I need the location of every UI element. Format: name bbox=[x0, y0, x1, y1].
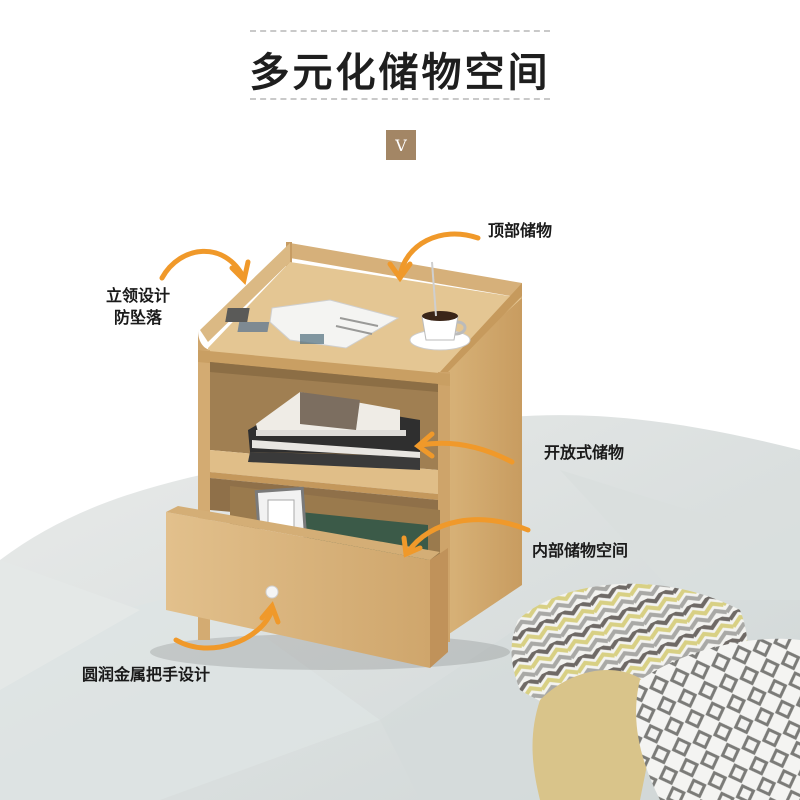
callout-open-storage: 开放式储物 bbox=[544, 443, 625, 462]
drawer-front bbox=[166, 512, 430, 668]
raised-edge-left bbox=[200, 243, 290, 342]
coffee-cup bbox=[409, 261, 471, 351]
callout-handle: 圆润金属把手设计 bbox=[82, 665, 211, 684]
callout-top-storage: 顶部储物 bbox=[488, 221, 553, 240]
callout-raised-edge-line2: 防坠落 bbox=[114, 308, 163, 327]
section-header: 多元化储物空间 V bbox=[0, 0, 800, 200]
open-drawer bbox=[166, 486, 448, 668]
cabinet-side-panel bbox=[440, 283, 522, 640]
pillows bbox=[511, 583, 800, 800]
chevron-down-badge: V bbox=[386, 130, 416, 160]
callout-raised-edge-line1: 立领设计 bbox=[106, 286, 171, 305]
header-rule-top bbox=[250, 30, 550, 32]
header-rule-bottom bbox=[250, 98, 550, 100]
curved-arrow-icon bbox=[159, 231, 531, 651]
drawer-handle bbox=[265, 585, 279, 599]
magazine bbox=[225, 299, 400, 349]
callout-raised-edge: 立领设计 防坠落 bbox=[106, 285, 170, 329]
callout-inner-storage: 内部储物空间 bbox=[532, 541, 629, 560]
shelf-books bbox=[248, 392, 420, 470]
page-title: 多元化储物空间 bbox=[249, 50, 551, 96]
